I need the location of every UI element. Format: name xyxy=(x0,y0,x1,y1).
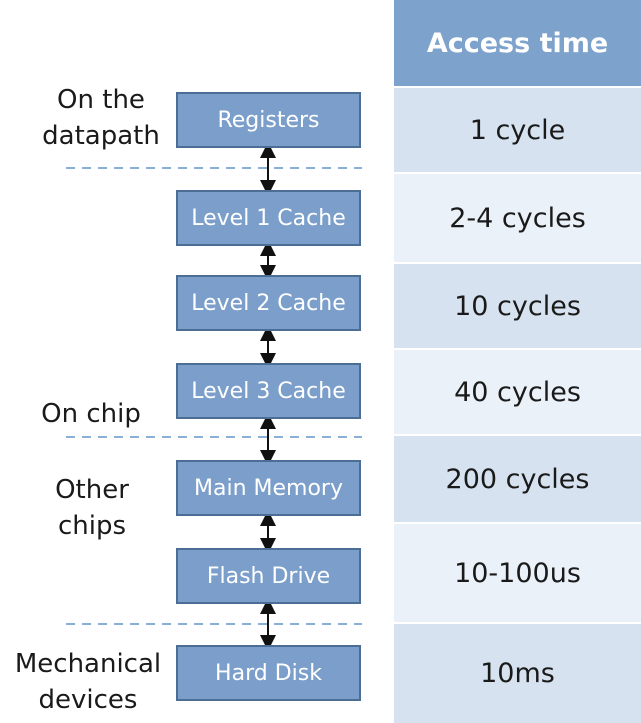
access-time-l3: 40 cycles xyxy=(394,350,641,434)
level-box-registers: Registers xyxy=(176,92,361,148)
access-time-main: 200 cycles xyxy=(394,436,641,522)
level-box-hard-disk: Hard Disk xyxy=(176,645,361,701)
access-time-l2: 10 cycles xyxy=(394,264,641,348)
level-box-main-memory: Main Memory xyxy=(176,460,361,516)
level-box-flash-drive: Flash Drive xyxy=(176,548,361,604)
access-time-disk: 10ms xyxy=(394,624,641,723)
level-box-l1-cache: Level 1 Cache xyxy=(176,190,361,246)
group-label-other-chips: Other chips xyxy=(55,475,129,541)
access-time-flash: 10-100us xyxy=(394,524,641,622)
group-label-on-chip: On chip xyxy=(41,399,141,429)
group-label-mechanical: Mechanical devices xyxy=(14,649,162,715)
level-box-l2-cache: Level 2 Cache xyxy=(176,275,361,331)
access-time-registers: 1 cycle xyxy=(394,88,641,172)
access-time-header: Access time xyxy=(394,0,641,86)
group-label-datapath: On the datapath xyxy=(42,85,160,151)
access-time-l1: 2-4 cycles xyxy=(394,174,641,262)
level-box-l3-cache: Level 3 Cache xyxy=(176,363,361,419)
